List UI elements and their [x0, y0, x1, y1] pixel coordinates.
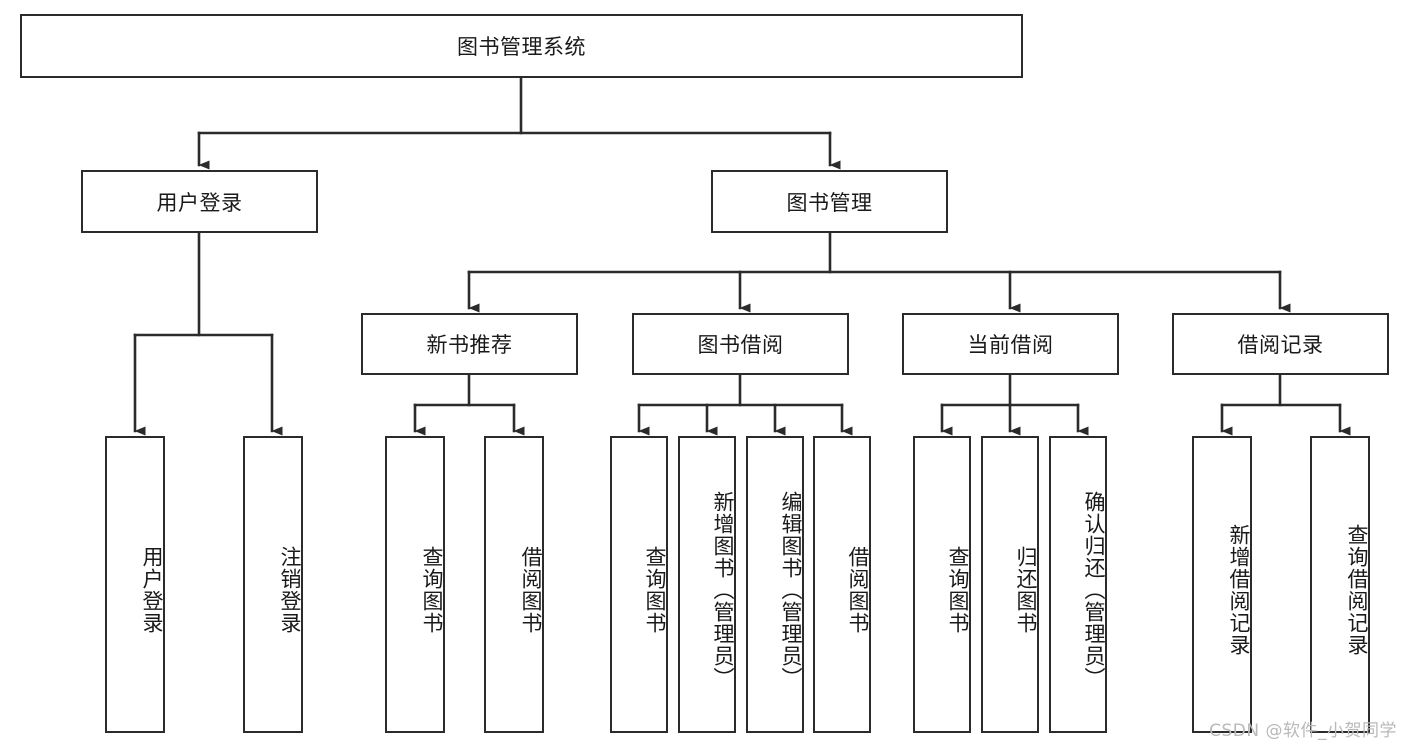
leaf-query-book-2[interactable]: 查询图书 — [610, 436, 668, 733]
leaf-return-book-label: 归还图书 — [1014, 545, 1038, 634]
leaf-add-record[interactable]: 新增借阅记录 — [1192, 436, 1252, 733]
leaf-query-record-label: 查询借阅记录 — [1345, 523, 1369, 656]
leaf-borrow-book-2[interactable]: 借阅图书 — [813, 436, 871, 733]
leaf-add-book[interactable]: 新增图书（管理员） — [678, 436, 736, 733]
node-book-manage-label: 图书管理 — [786, 190, 873, 215]
leaf-add-record-label: 新增借阅记录 — [1227, 523, 1251, 656]
node-root-label: 图书管理系统 — [457, 35, 586, 59]
leaf-logout-login[interactable]: 注销登录 — [243, 436, 303, 733]
leaf-query-book-3-label: 查询图书 — [946, 545, 970, 634]
leaf-confirm-return-label: 确认归还（管理员） — [1082, 490, 1106, 689]
node-new-book-recommend[interactable]: 新书推荐 — [361, 313, 578, 375]
node-borrow-record[interactable]: 借阅记录 — [1172, 313, 1389, 375]
node-book-borrow-label: 图书借阅 — [697, 333, 784, 357]
leaf-borrow-book-1-label: 借阅图书 — [519, 545, 543, 634]
leaf-query-book-1-label: 查询图书 — [420, 545, 444, 634]
leaf-confirm-return[interactable]: 确认归还（管理员） — [1049, 436, 1107, 733]
node-current-borrow[interactable]: 当前借阅 — [902, 313, 1119, 375]
leaf-query-book-1[interactable]: 查询图书 — [385, 436, 445, 733]
watermark-text: CSDN @软件_小贺同学 — [1209, 721, 1397, 741]
leaf-query-book-3[interactable]: 查询图书 — [913, 436, 971, 733]
node-book-manage[interactable]: 图书管理 — [711, 170, 948, 233]
leaf-borrow-book-1[interactable]: 借阅图书 — [484, 436, 544, 733]
node-book-borrow[interactable]: 图书借阅 — [632, 313, 849, 375]
node-user-login-label: 用户登录 — [156, 190, 243, 215]
node-new-book-recommend-label: 新书推荐 — [426, 333, 513, 357]
leaf-user-login-label: 用户登录 — [140, 545, 164, 634]
leaf-borrow-book-2-label: 借阅图书 — [846, 545, 870, 634]
leaf-edit-book[interactable]: 编辑图书（管理员） — [746, 436, 804, 733]
node-current-borrow-label: 当前借阅 — [967, 333, 1054, 357]
node-borrow-record-label: 借阅记录 — [1237, 333, 1324, 357]
leaf-logout-login-label: 注销登录 — [278, 545, 302, 634]
leaf-return-book[interactable]: 归还图书 — [981, 436, 1039, 733]
leaf-query-record[interactable]: 查询借阅记录 — [1310, 436, 1370, 733]
node-user-login[interactable]: 用户登录 — [81, 170, 318, 233]
leaf-edit-book-label: 编辑图书（管理员） — [779, 490, 803, 689]
leaf-add-book-label: 新增图书（管理员） — [711, 490, 735, 689]
leaf-user-login[interactable]: 用户登录 — [105, 436, 165, 733]
node-root[interactable]: 图书管理系统 — [20, 14, 1023, 78]
leaf-query-book-2-label: 查询图书 — [643, 545, 667, 634]
